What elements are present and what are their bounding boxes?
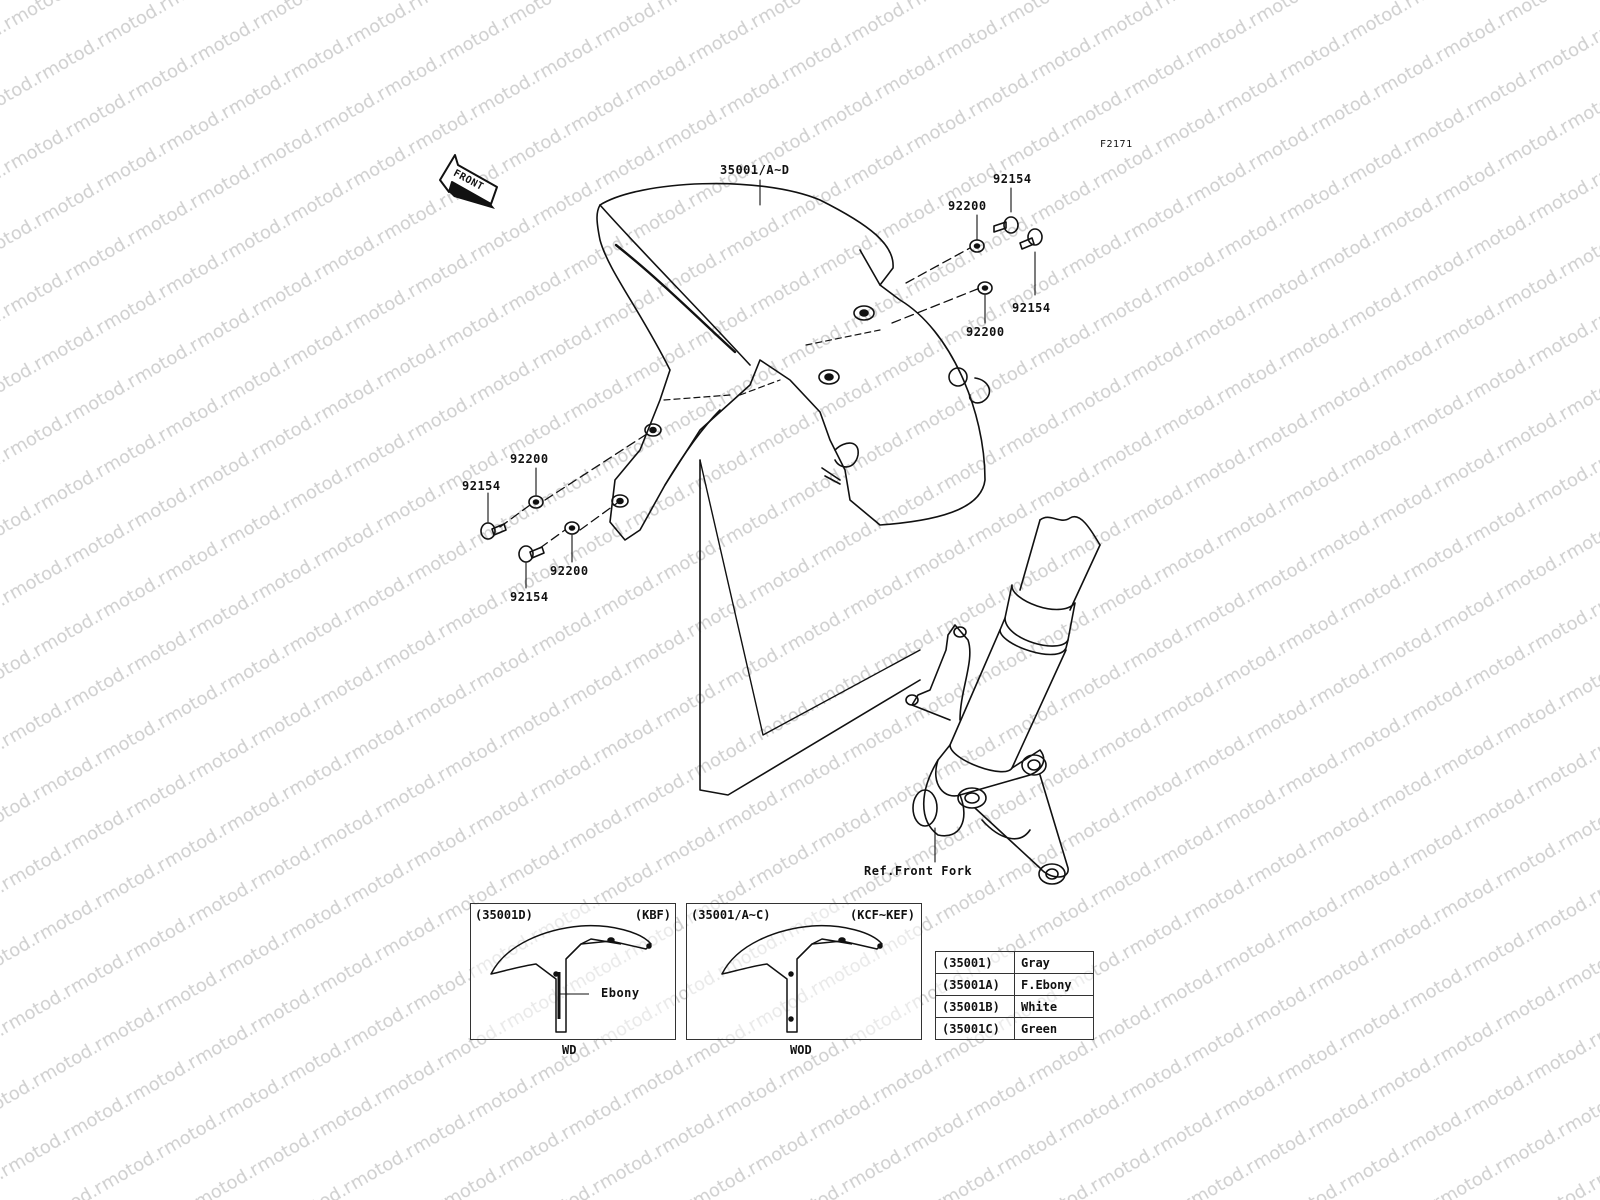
inset-wd-caption: WD (562, 1043, 577, 1057)
inset-wod-code: (35001/A~C) (691, 908, 771, 922)
color-name: White (1014, 995, 1094, 1018)
figure-id: F2171 (1100, 139, 1133, 150)
callout-bolt-right: 92154 (1012, 301, 1051, 315)
inset-wd-note: Ebony (601, 986, 640, 1000)
inset-wod-caption: WOD (790, 1043, 812, 1057)
inset-wd-code: (35001D) (475, 908, 533, 922)
color-part: (35001C) (935, 1017, 1015, 1040)
color-part: (35001B) (935, 995, 1015, 1018)
inset-wd-region: (KBF) (634, 908, 671, 922)
color-name: Green (1014, 1017, 1094, 1040)
callout-bolt-left-upper: 92154 (462, 479, 501, 493)
color-name: F.Ebony (1014, 973, 1094, 996)
inset-wod: (35001/A~C) (KCF~KEF) (686, 903, 922, 1040)
callout-bolt-top: 92154 (993, 172, 1032, 186)
color-table-row: (35001) Gray (935, 951, 1094, 974)
inset-wd: (35001D) (KBF) Ebony (470, 903, 676, 1040)
washer-icon (528, 239, 993, 535)
color-table-row: (35001A) F.Ebony (935, 973, 1094, 996)
fork-outline-guide (699, 459, 921, 796)
callout-washer-top: 92200 (948, 199, 987, 213)
callout-ref-front-fork: Ref.Front Fork (864, 864, 973, 878)
callout-bolt-left-lower: 92154 (510, 590, 549, 604)
callout-washer-left-upper: 92200 (510, 452, 549, 466)
color-table-row: (35001B) White (935, 995, 1094, 1018)
color-table-row: (35001C) Green (935, 1017, 1094, 1040)
front-arrow-icon (439, 154, 498, 209)
inset-wod-region: (KCF~KEF) (849, 908, 915, 922)
callout-fender: 35001/A~D (720, 163, 790, 177)
color-table: (35001) Gray (35001A) F.Ebony (35001B) W… (935, 951, 1094, 1040)
front-fork (905, 515, 1101, 885)
front-fender (596, 182, 991, 541)
callout-washer-right: 92200 (966, 325, 1005, 339)
color-name: Gray (1014, 951, 1094, 974)
bolt-icon (480, 216, 1043, 563)
color-part: (35001) (935, 951, 1015, 974)
callout-washer-left-lower: 92200 (550, 564, 589, 578)
color-part: (35001A) (935, 973, 1015, 996)
